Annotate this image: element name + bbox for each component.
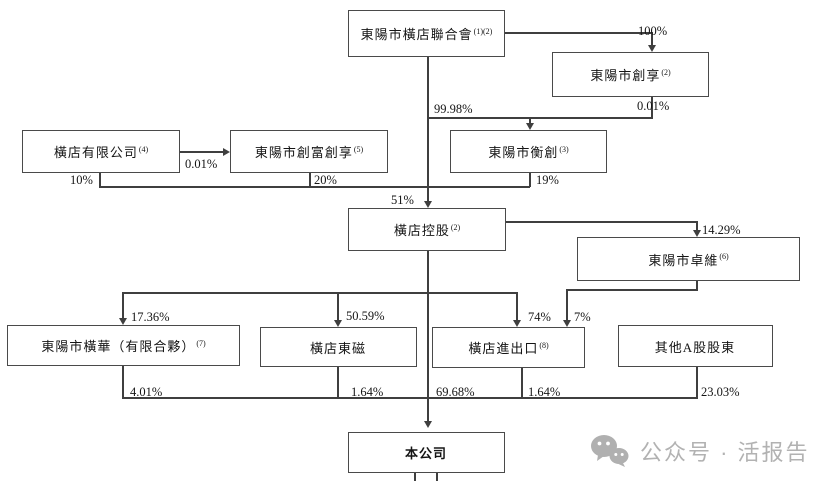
ownership-pct-holdings-dmegc: 50.59% — [346, 309, 385, 323]
ownership-pct-dmegc-company: 1.64% — [351, 385, 384, 399]
ownership-pct-union-hengchuang: 99.98% — [434, 102, 473, 116]
node-label: 其他A股股東 — [654, 339, 736, 355]
edge-line — [696, 367, 698, 398]
node-hengchuang: 東陽市衡創(3) — [450, 130, 607, 173]
edge-line — [529, 173, 531, 187]
node-label: 東陽市橫店聯合會(1)(2) — [360, 26, 493, 42]
edge-line — [529, 117, 531, 125]
arrow-down-icon — [513, 320, 521, 327]
edge-line — [309, 173, 311, 187]
edge-line — [180, 151, 225, 153]
edge-line — [427, 117, 653, 119]
node-other-a-shareholders: 其他A股股東 — [618, 325, 773, 367]
node-imp-exp: 橫店進出口(8) — [432, 327, 585, 368]
edge-line — [99, 186, 530, 188]
edge-line — [427, 57, 429, 202]
node-sup: (2) — [661, 67, 671, 77]
arrow-down-icon — [693, 230, 701, 237]
node-label: 東陽市卓維(6) — [648, 252, 729, 268]
arrow-down-icon — [424, 201, 432, 208]
ownership-pct-union-holdings: 51% — [391, 193, 414, 207]
edge-line — [516, 292, 518, 321]
edge-line — [506, 221, 698, 223]
edge-line — [505, 32, 652, 34]
ownership-pct-zhuowei-impexp: 7% — [574, 310, 591, 324]
edge-line — [436, 473, 438, 481]
ownership-pct-chuangfu-holdings: 20% — [314, 173, 337, 187]
node-label: 東陽市橫華（有限合夥）(7) — [41, 338, 206, 354]
edge-line — [122, 292, 518, 294]
ownership-pct-holdings-henghua: 17.36% — [131, 310, 170, 324]
node-company: 本公司 — [348, 432, 505, 473]
node-label: 橫店控股(2) — [393, 222, 461, 238]
edge-line — [566, 289, 568, 321]
arrow-down-icon — [648, 45, 656, 52]
watermark: 公众号 · 活报告 — [590, 434, 810, 468]
arrow-down-icon — [119, 318, 127, 325]
edge-line — [122, 365, 124, 398]
edge-line — [651, 32, 653, 47]
node-union: 東陽市橫店聯合會(1)(2) — [348, 10, 505, 57]
ownership-pct-othera-company: 23.03% — [701, 385, 740, 399]
ownership-pct-union-chuangxiang: 100% — [638, 24, 668, 38]
arrow-down-icon — [424, 421, 432, 428]
node-chuangfu: 東陽市創富創享(5) — [230, 130, 388, 173]
node-sup: (8) — [539, 340, 549, 350]
ownership-pct-chuangxiang-hengchuang: 0.01% — [637, 99, 670, 113]
arrow-down-icon — [334, 320, 342, 327]
edge-line — [99, 173, 101, 187]
node-zhuowei: 東陽市卓維(6) — [577, 237, 800, 281]
node-sup: (5) — [353, 144, 364, 154]
edge-line — [521, 368, 523, 398]
ownership-pct-holdings-zhuowei: 14.29% — [702, 223, 741, 237]
node-sup: (4) — [138, 144, 149, 154]
node-sup: (3) — [559, 144, 569, 154]
ownership-pct-holdings-impexp: 74% — [528, 310, 551, 324]
node-label: 橫店有限公司(4) — [53, 144, 149, 160]
node-label: 東陽市衡創(3) — [488, 144, 569, 160]
edge-line — [696, 221, 698, 231]
edge-line — [337, 292, 339, 321]
edge-line — [651, 97, 653, 118]
node-hengdian-ltd: 橫店有限公司(4) — [22, 130, 180, 173]
node-henghua: 東陽市橫華（有限合夥）(7) — [7, 325, 240, 366]
watermark-text: 公众号 · 活报告 — [640, 440, 810, 465]
ownership-pct-impexp-company: 1.64% — [528, 385, 561, 399]
ownership-pct-henghua-company: 4.01% — [130, 385, 163, 399]
edge-line — [337, 367, 339, 398]
ownership-pct-holdings-company: 69.68% — [436, 385, 475, 399]
node-label: 東陽市創享(2) — [590, 67, 671, 83]
node-dmegc: 橫店東磁 — [260, 327, 417, 367]
edge-line — [427, 251, 429, 421]
node-holdings: 橫店控股(2) — [348, 208, 506, 251]
node-sup: (7) — [196, 338, 206, 348]
node-chuangxiang: 東陽市創享(2) — [552, 52, 709, 97]
node-sup: (2) — [450, 222, 461, 232]
node-sup: (6) — [719, 252, 729, 262]
wechat-icon — [591, 435, 629, 467]
node-label: 橫店進出口(8) — [468, 340, 549, 356]
edge-line — [122, 292, 124, 319]
edge-line — [696, 281, 698, 291]
ownership-pct-hengdian-chuangfu: 0.01% — [185, 157, 218, 171]
arrow-down-icon — [526, 123, 534, 130]
node-label: 本公司 — [404, 446, 447, 461]
ownership-pct-hengdian-holdings: 10% — [70, 173, 93, 187]
node-label: 東陽市創富創享(5) — [254, 144, 364, 160]
edge-line — [566, 289, 697, 291]
ownership-pct-hengchuang-holdings: 19% — [536, 173, 559, 187]
arrow-right-icon — [223, 148, 230, 156]
arrow-down-icon — [563, 320, 571, 327]
edge-line — [414, 473, 416, 481]
node-label: 橫店東磁 — [309, 340, 366, 356]
edge-line — [122, 397, 698, 399]
node-sup: (1)(2) — [473, 26, 493, 36]
